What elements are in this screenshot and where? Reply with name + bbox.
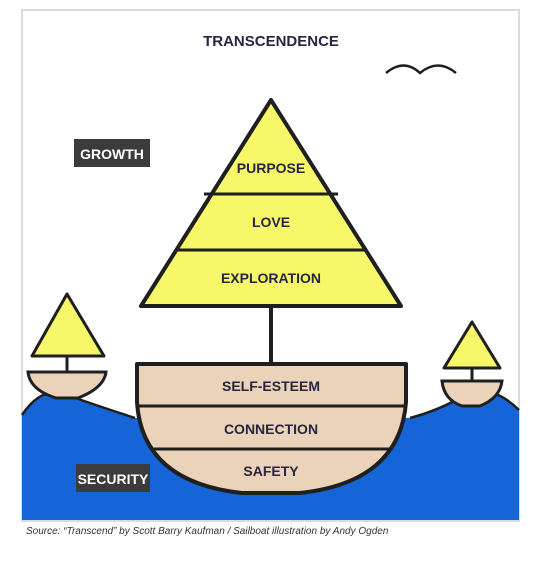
- hull-level-connection: CONNECTION: [224, 421, 318, 437]
- sail-level-love: LOVE: [252, 214, 290, 230]
- diagram-title: TRANSCENDENCE: [203, 33, 339, 50]
- hull-level-safety: SAFETY: [243, 463, 299, 479]
- security-tag: [76, 464, 150, 492]
- small-sailboat-left-icon: [26, 292, 108, 400]
- main-hull: [135, 362, 408, 495]
- bird-icon: [385, 64, 457, 75]
- small-sailboat-right-icon: [440, 320, 504, 408]
- hull-level-self-esteem: SELF-ESTEEM: [222, 378, 320, 394]
- growth-label: GROWTH: [80, 146, 144, 162]
- growth-tag: [74, 139, 150, 167]
- source-caption: Source: “Transcend” by Scott Barry Kaufm…: [26, 526, 389, 537]
- sail-level-exploration: EXPLORATION: [221, 270, 321, 286]
- security-label: SECURITY: [78, 471, 149, 487]
- sail-level-purpose: PURPOSE: [237, 160, 305, 176]
